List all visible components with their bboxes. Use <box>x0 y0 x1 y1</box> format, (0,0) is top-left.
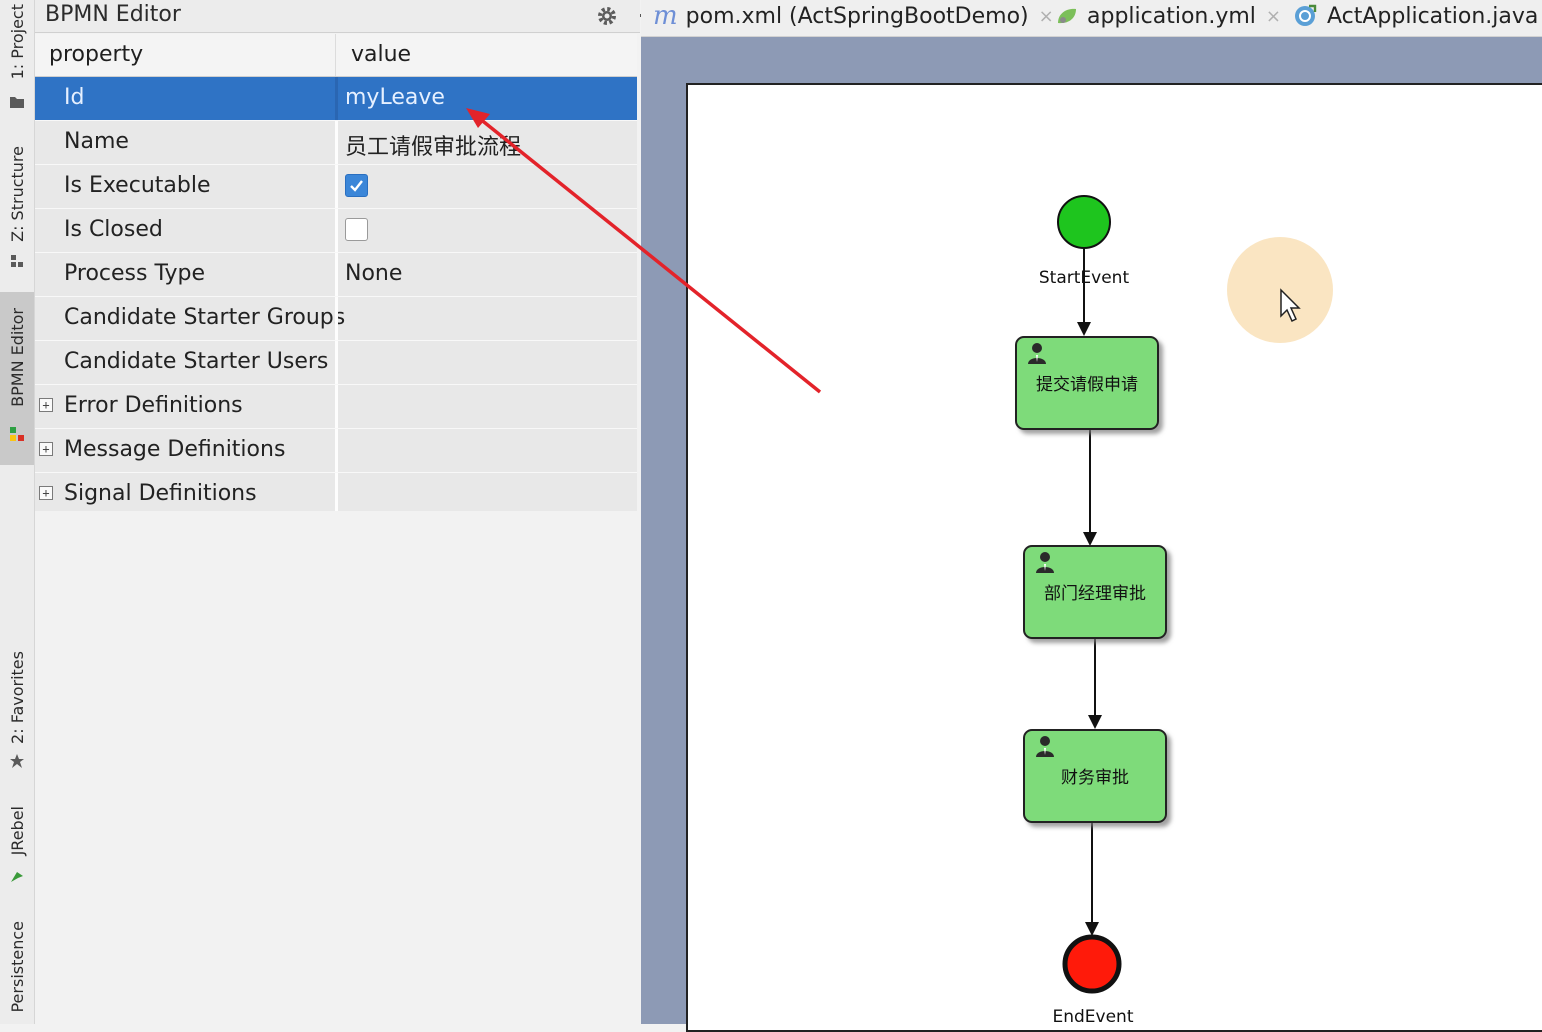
property-name: Error Definitions <box>64 393 243 418</box>
expand-icon[interactable]: + <box>39 486 53 500</box>
bpmn-editor-header: BPMN Editor <box>35 0 662 33</box>
property-name: Candidate Starter Groups <box>64 305 346 330</box>
tab-label: application.yml <box>1087 3 1256 29</box>
column-divider <box>335 297 338 340</box>
annotation-arrow <box>472 112 822 394</box>
task-label: 部门经理审批 <box>1044 584 1146 604</box>
start-event-label: StartEvent <box>1039 268 1130 288</box>
column-divider <box>335 385 338 428</box>
jrebel-tool-tab[interactable]: JRebel <box>0 800 34 895</box>
is-executable-checkbox[interactable] <box>345 174 368 197</box>
process-type-dropdown[interactable]: None <box>345 261 403 286</box>
property-row-is-executable[interactable]: Is Executable <box>35 165 637 209</box>
column-divider <box>335 253 338 296</box>
structure-icon <box>11 255 23 267</box>
property-column-header: property <box>49 42 144 67</box>
task-label: 提交请假申请 <box>1036 375 1138 395</box>
id-value-field[interactable]: myLeave <box>345 85 445 110</box>
property-row-message-definitions[interactable]: + Message Definitions <box>35 429 637 473</box>
tool-window-strip: 1: Project Z: Structure BPMN Editor 2: F… <box>0 0 35 1024</box>
tab-label: ActApplication.java <box>1327 3 1539 29</box>
column-divider <box>335 209 338 252</box>
property-name: Signal Definitions <box>64 481 257 506</box>
jrebel-icon <box>11 872 23 882</box>
user-task-manager-approval[interactable] <box>1023 545 1167 639</box>
property-row-error-definitions[interactable]: + Error Definitions <box>35 385 637 429</box>
tab-act-application-java[interactable]: ActApplication.java × <box>1293 0 1542 32</box>
column-divider <box>335 34 336 76</box>
property-row-signal-definitions[interactable]: + Signal Definitions <box>35 473 637 517</box>
cursor-highlight <box>1227 237 1333 343</box>
panel-empty-area <box>35 511 640 1024</box>
editor-tab-bar: m pom.xml (ActSpringBootDemo) × applicat… <box>641 0 1542 37</box>
expand-icon[interactable]: + <box>39 442 53 456</box>
java-class-icon <box>1295 4 1317 26</box>
expand-icon[interactable]: + <box>39 398 53 412</box>
folder-icon <box>10 97 24 108</box>
favorites-tool-tab[interactable]: 2: Favorites <box>0 645 34 780</box>
end-event-label: EndEvent <box>1052 1007 1133 1024</box>
column-divider <box>335 341 338 384</box>
mouse-cursor-icon <box>1280 288 1301 323</box>
property-table: property value Id myLeave Name 员工请假审批流程 … <box>35 34 637 517</box>
start-event-circle[interactable] <box>1057 195 1111 249</box>
property-row-name[interactable]: Name 员工请假审批流程 <box>35 121 637 165</box>
property-row-candidate-starter-groups[interactable]: Candidate Starter Groups <box>35 297 637 341</box>
property-row-id[interactable]: Id myLeave <box>35 77 637 121</box>
annotation-arrowhead <box>466 108 490 128</box>
bpmn-editor-tool-tab[interactable]: BPMN Editor <box>0 292 34 465</box>
is-closed-checkbox[interactable] <box>345 218 368 241</box>
checkmark-icon <box>350 180 363 192</box>
yaml-icon <box>1058 8 1076 24</box>
maven-icon: m <box>653 1 678 31</box>
property-row-process-type[interactable]: Process Type None <box>35 253 637 297</box>
column-divider <box>335 77 338 120</box>
tab-pom-xml[interactable]: m pom.xml (ActSpringBootDemo) × <box>653 0 1054 32</box>
column-divider <box>335 473 338 516</box>
structure-tool-tab[interactable]: Z: Structure <box>0 140 34 275</box>
tab-application-yml[interactable]: application.yml × <box>1055 0 1281 32</box>
column-divider <box>335 121 338 164</box>
tab-label: pom.xml (ActSpringBootDemo) <box>685 3 1029 29</box>
panel-title: BPMN Editor <box>45 2 181 27</box>
property-name: Message Definitions <box>64 437 286 462</box>
user-task-finance-approval[interactable] <box>1023 729 1167 823</box>
property-name: Process Type <box>64 261 205 286</box>
close-icon[interactable]: × <box>1038 5 1054 27</box>
property-row-is-closed[interactable]: Is Closed <box>35 209 637 253</box>
user-task-submit-leave[interactable] <box>1015 336 1159 430</box>
value-column-header: value <box>351 42 412 67</box>
property-row-candidate-starter-users[interactable]: Candidate Starter Users <box>35 341 637 385</box>
project-tool-tab[interactable]: 1: Project <box>0 0 34 118</box>
bpmn-icon <box>10 427 24 441</box>
property-name: Name <box>64 129 129 154</box>
column-divider <box>335 429 338 472</box>
property-name: Is Closed <box>64 217 163 242</box>
gear-icon[interactable] <box>595 4 619 28</box>
task-label: 财务审批 <box>1061 768 1129 788</box>
close-icon[interactable]: × <box>1265 5 1282 27</box>
name-value-field[interactable]: 员工请假审批流程 <box>345 135 522 160</box>
end-event-circle[interactable] <box>1062 934 1122 994</box>
property-name: Id <box>64 85 85 110</box>
property-name: Is Executable <box>64 173 211 198</box>
star-icon <box>10 754 24 768</box>
table-header-row: property value <box>35 34 637 77</box>
column-divider <box>335 165 338 208</box>
property-name: Candidate Starter Users <box>64 349 329 374</box>
